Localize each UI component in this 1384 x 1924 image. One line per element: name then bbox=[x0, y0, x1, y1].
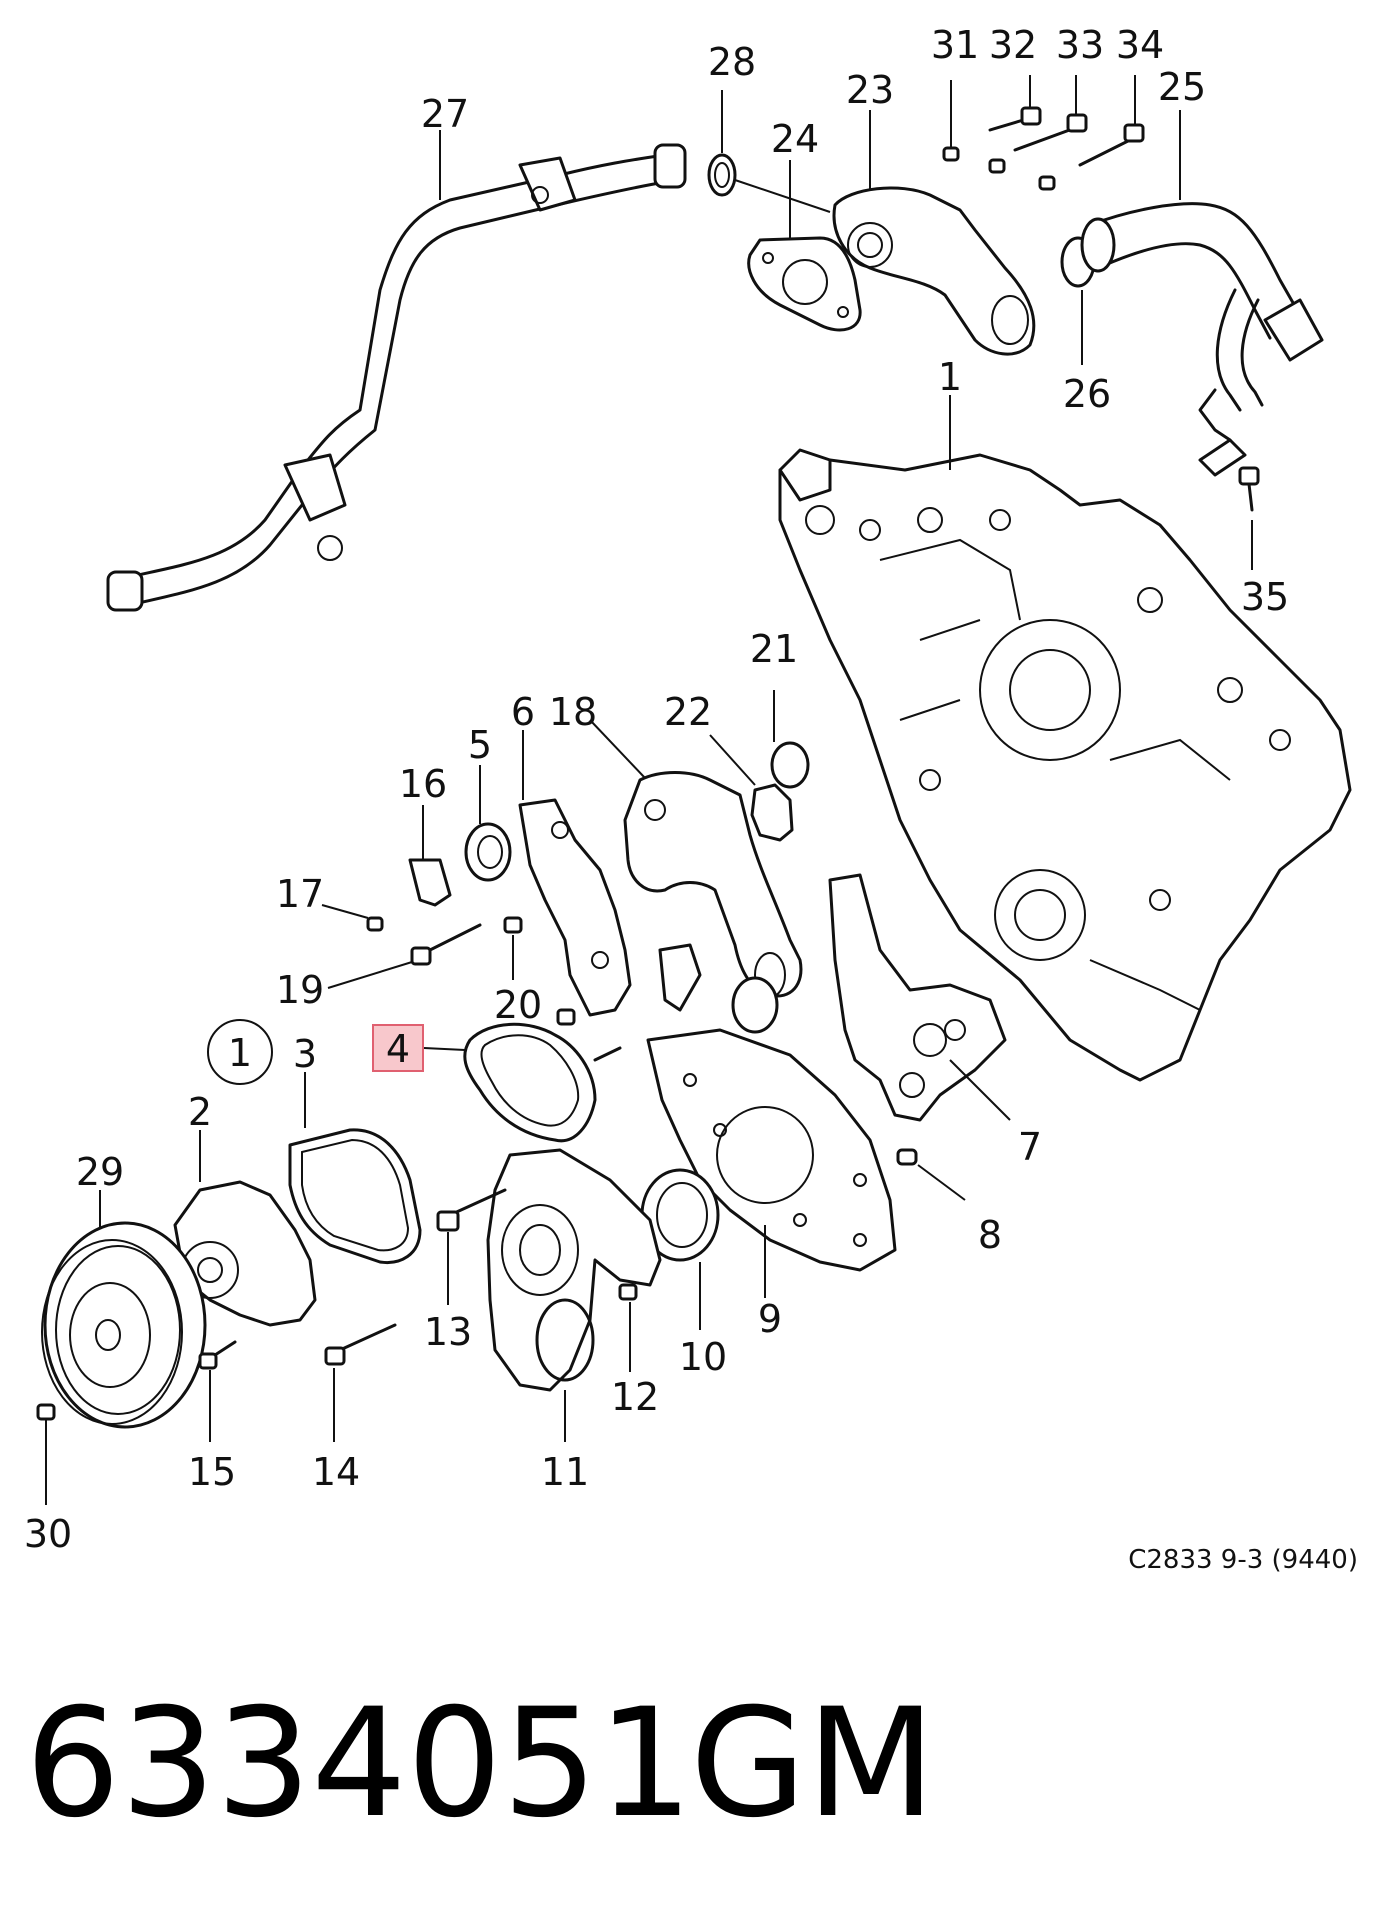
gasket-part-4 bbox=[423, 1022, 597, 1143]
callout-9: 9 bbox=[758, 1297, 782, 1341]
callout-4: 4 bbox=[386, 1027, 410, 1071]
callout-22: 22 bbox=[664, 690, 712, 734]
thermostat-housing-part-23 bbox=[832, 110, 1036, 356]
callout-26: 26 bbox=[1063, 372, 1111, 416]
bolts-nuts-parts-31-34 bbox=[942, 75, 1145, 191]
o-ring-part-28 bbox=[707, 90, 831, 213]
hose-part-25 bbox=[1080, 110, 1324, 477]
callout-8: 8 bbox=[978, 1213, 1002, 1257]
callout-10: 10 bbox=[679, 1335, 727, 1379]
callout-1: 1 bbox=[938, 355, 962, 399]
callout-33: 33 bbox=[1056, 23, 1104, 67]
tensioner-part-11 bbox=[486, 1148, 662, 1442]
callout-6: 6 bbox=[511, 690, 535, 734]
group-marker-label: 1 bbox=[228, 1031, 252, 1075]
callout-24: 24 bbox=[771, 117, 819, 161]
callout-3: 3 bbox=[293, 1032, 317, 1076]
gasket-part-24 bbox=[747, 160, 862, 332]
callout-27: 27 bbox=[421, 92, 469, 136]
pulley-part-29 bbox=[41, 1190, 207, 1429]
brand-name: GM bbox=[690, 1677, 936, 1851]
callout-19: 19 bbox=[276, 968, 324, 1012]
part-number: 6334051 bbox=[25, 1677, 693, 1851]
callout-12: 12 bbox=[611, 1375, 659, 1419]
bracket-part-7 bbox=[828, 873, 1011, 1122]
callout-14: 14 bbox=[312, 1450, 360, 1494]
callout-35: 35 bbox=[1241, 575, 1289, 619]
callout-7: 7 bbox=[1018, 1125, 1042, 1169]
callout-32: 32 bbox=[989, 23, 1037, 67]
coolant-pipe-part-27 bbox=[106, 130, 687, 612]
callout-20: 20 bbox=[494, 983, 542, 1027]
gasket-part-3 bbox=[288, 1072, 422, 1265]
timing-cover-part-1 bbox=[778, 395, 1352, 1082]
callout-29: 29 bbox=[76, 1150, 124, 1194]
callout-15: 15 bbox=[188, 1450, 236, 1494]
callout-labels: 1 2 3 4 5 6 7 8 9 10 11 12 13 14 15 16 1… bbox=[24, 23, 1289, 1556]
callout-23: 23 bbox=[846, 68, 894, 112]
o-ring-part-21 bbox=[770, 690, 810, 789]
callout-18: 18 bbox=[549, 690, 597, 734]
group-marker: 1 bbox=[207, 1019, 273, 1085]
callout-28: 28 bbox=[708, 40, 756, 84]
callout-34: 34 bbox=[1116, 23, 1164, 67]
gasket-part-22 bbox=[709, 734, 794, 842]
sensor-bracket-group bbox=[321, 730, 779, 1062]
callout-16: 16 bbox=[399, 762, 447, 806]
callout-5: 5 bbox=[468, 723, 492, 767]
diagram-reference-code: C2833 9-3 (9440) bbox=[1128, 1545, 1358, 1575]
part-4-highlight bbox=[372, 1024, 424, 1072]
callout-21: 21 bbox=[750, 627, 798, 671]
callout-31: 31 bbox=[931, 23, 979, 67]
callout-13: 13 bbox=[424, 1310, 472, 1354]
callout-25: 25 bbox=[1158, 65, 1206, 109]
tensioner-fasteners bbox=[436, 1188, 638, 1372]
dowel-part-8 bbox=[896, 1148, 966, 1201]
callout-17: 17 bbox=[276, 872, 324, 916]
callout-30: 30 bbox=[24, 1512, 72, 1556]
callout-2: 2 bbox=[188, 1090, 212, 1134]
callout-11: 11 bbox=[541, 1450, 589, 1494]
bolt-part-35 bbox=[1238, 466, 1260, 570]
pump-bolts-group bbox=[36, 1323, 397, 1505]
backplate-part-9 bbox=[646, 1028, 897, 1298]
